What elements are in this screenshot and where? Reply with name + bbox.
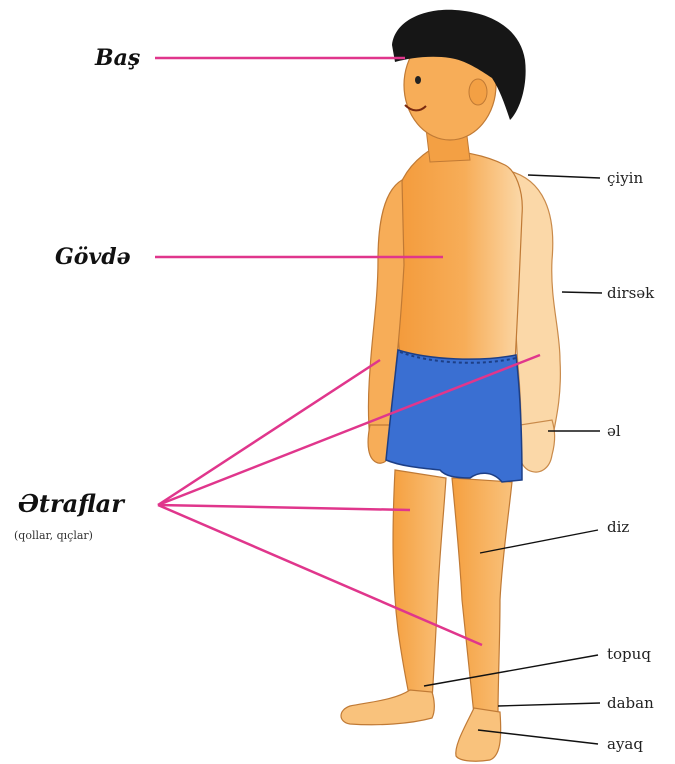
ankle-label: topuq: [607, 645, 651, 663]
boy-figure: [341, 10, 560, 761]
right-hand: [518, 420, 554, 472]
left-foot: [341, 690, 434, 725]
head-label: Baş: [94, 45, 140, 71]
heel-label: daban: [607, 694, 654, 712]
ear: [469, 79, 487, 105]
limbs-pointer-left-arm: [158, 360, 380, 505]
limbs-sublabel: (qollar, qıçlar): [14, 529, 93, 542]
elbow-label: dirsək: [607, 284, 655, 302]
trunk-label: Gövdə: [55, 244, 131, 270]
shoulder-pointer: [528, 175, 600, 178]
foot-label: ayaq: [607, 735, 643, 753]
eye: [415, 76, 421, 84]
ankle-pointer: [424, 655, 598, 686]
left-leg: [393, 470, 446, 700]
elbow-pointer: [562, 292, 602, 293]
right-foot: [456, 708, 501, 761]
limbs-label: Ətraflar: [18, 489, 126, 518]
shoulder-label: çiyin: [607, 169, 643, 187]
limbs-pointer-leg: [158, 505, 410, 510]
hand-label: əl: [607, 422, 621, 440]
knee-label: diz: [607, 518, 629, 536]
heel-pointer: [498, 703, 600, 706]
